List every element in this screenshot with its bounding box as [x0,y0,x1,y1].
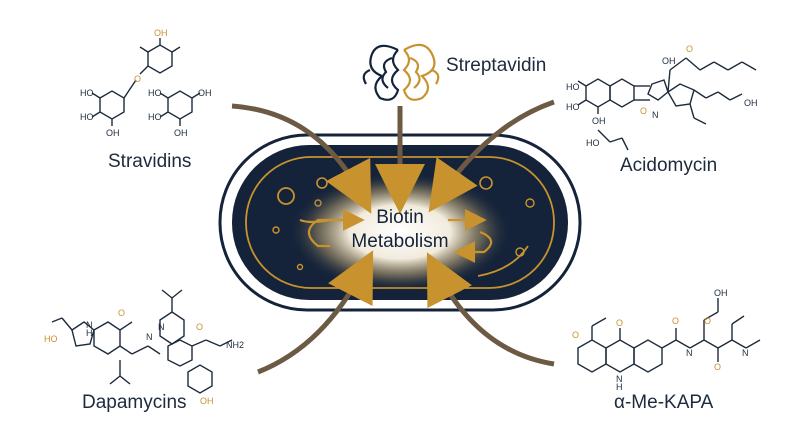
svg-text:NH2: NH2 [226,340,244,350]
acidomycin-structure [577,57,757,151]
label-stravidins: Stravidins [108,151,192,172]
svg-text:O: O [572,330,579,340]
svg-text:OH: OH [744,98,758,108]
svg-text:N: N [616,374,623,384]
label-acidomycin: Acidomycin [620,155,718,176]
svg-text:HO: HO [80,88,94,98]
svg-text:OH: OH [662,56,676,66]
svg-text:HO: HO [566,102,580,112]
svg-text:O: O [616,318,623,328]
svg-text:N: N [652,110,659,120]
stravidins-structure [91,38,201,126]
svg-text:OH: OH [592,116,606,126]
svg-text:HO: HO [566,82,580,92]
mekapa-structure [577,298,761,373]
center-title: Biotin Metabolism [300,206,500,254]
svg-text:O: O [672,316,679,326]
svg-text:OH: OH [200,396,214,406]
vesicle-1 [277,187,295,205]
svg-text:OH: OH [714,288,728,298]
arrow-acidomycin [428,99,555,213]
svg-text:N: N [86,320,93,330]
svg-text:HO: HO [44,334,58,344]
svg-text:O: O [134,74,141,84]
svg-text:HO: HO [586,138,600,148]
svg-text:HO: HO [148,112,162,122]
label-streptavidin: Streptavidin [446,55,547,76]
streptavidin-structure [362,43,440,101]
svg-text:O: O [704,316,711,326]
center-title-line2: Metabolism [351,231,449,252]
svg-text:O: O [686,44,693,54]
svg-text:OH: OH [198,88,212,98]
svg-text:O: O [196,322,203,332]
center-title-line1: Biotin [376,207,424,228]
svg-text:H: H [616,382,623,392]
metabolic-cycle [299,209,493,263]
svg-text:O: O [118,308,125,318]
dapamycins-structure [51,289,233,394]
arrow-mekapa [426,252,555,367]
svg-text:O: O [640,106,647,116]
svg-text:N: N [742,348,749,358]
inhibitor-arrows [231,99,555,375]
svg-text:N: N [146,332,153,342]
label-mekapa: α-Me-KAPA [614,392,714,413]
svg-text:H: H [86,328,93,338]
svg-text:O: O [714,362,721,372]
svg-text:OH: OH [174,128,188,138]
svg-text:HO: HO [80,112,94,122]
svg-text:OH: OH [106,128,120,138]
arrow-stravidins [231,103,372,214]
label-dapamycins: Dapamycins [82,392,187,413]
svg-text:HO: HO [148,88,162,98]
membrane-fold [477,245,529,277]
atom-oh-1: OH [154,28,168,38]
svg-text:N: N [158,322,165,332]
svg-text:N: N [686,348,693,358]
arrow-dapamycins [257,250,374,375]
